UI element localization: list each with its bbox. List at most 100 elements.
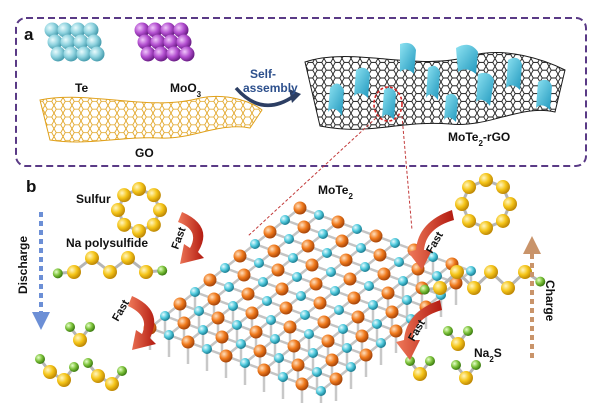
- mo-atom: [321, 334, 335, 348]
- sulfur-atom: [413, 367, 427, 381]
- moo3-atom: [140, 46, 156, 62]
- sodium-atom: [35, 354, 45, 364]
- moo3-atom: [153, 46, 169, 62]
- sodium-atom: [69, 362, 79, 372]
- mo-atom: [347, 291, 361, 305]
- te-atom: [296, 291, 306, 301]
- mo-atom: [271, 263, 285, 277]
- fast-arrow-left-top: Fast: [170, 212, 204, 264]
- sulfur-atom: [451, 337, 465, 351]
- moo3-atom: [160, 22, 176, 38]
- moo3-atom: [166, 46, 182, 62]
- mo-atom: [203, 273, 217, 287]
- te-atom: [376, 338, 386, 348]
- sodium-atom: [83, 358, 93, 368]
- mo-atom: [343, 272, 357, 286]
- sulfur-atom: [91, 369, 105, 383]
- mo-atom: [305, 258, 319, 272]
- sulfur-atom: [146, 217, 161, 232]
- sulfur-atom: [117, 217, 132, 232]
- te-atom: [312, 367, 322, 377]
- mo-atom: [233, 249, 247, 263]
- te-atom: [270, 334, 280, 344]
- te-atom: [164, 330, 174, 340]
- mote2-flake: [536, 79, 552, 110]
- te-atom: [266, 315, 276, 325]
- na-polysulfide-label: Na polysulfide: [66, 236, 148, 250]
- self-assembly-label: Self- assembly: [243, 67, 298, 95]
- fast-arrow-right-bottom: Fast: [396, 300, 442, 360]
- mo-atom: [359, 348, 373, 362]
- mo-atom: [377, 267, 391, 281]
- sodium-atom: [443, 326, 453, 336]
- sulfur-atom: [132, 224, 146, 238]
- te-atom: [428, 252, 438, 262]
- sulfur-atom: [73, 333, 87, 347]
- fast-arrow-left-bottom: Fast: [110, 296, 156, 350]
- mo-atom: [263, 225, 277, 239]
- te-atom: [44, 22, 60, 38]
- sulfur-atom: [462, 213, 477, 228]
- te-atom: [314, 210, 324, 220]
- charge-arrowhead: [523, 236, 541, 254]
- moo3-atom: [137, 34, 153, 50]
- mote2-flake: [400, 42, 416, 74]
- sulfur-ring-left: [111, 182, 167, 238]
- mo-atom: [381, 286, 395, 300]
- mote2-label: MoTe2: [318, 183, 353, 201]
- sodium-atom: [463, 326, 473, 336]
- mo-atom: [291, 358, 305, 372]
- sodium-atom: [405, 356, 415, 366]
- sodium-atom: [425, 356, 435, 366]
- moo3-atom: [147, 22, 163, 38]
- te-atom: [73, 34, 89, 50]
- mo-atom: [257, 363, 271, 377]
- te-atom: [202, 344, 212, 354]
- mote2-flake: [444, 93, 458, 122]
- te-atom: [338, 324, 348, 334]
- mote2-flake: [506, 57, 522, 90]
- mo-atom: [325, 353, 339, 367]
- te-atom: [63, 46, 79, 62]
- sulfur-atom: [455, 197, 469, 211]
- charge-label: Charge: [543, 280, 557, 322]
- te-atom: [190, 287, 200, 297]
- polysulfide-chain-left: [52, 251, 168, 279]
- moo3-label: MoO3: [170, 81, 202, 99]
- mote2-flake: [426, 65, 440, 100]
- panel-b-letter: b: [26, 177, 36, 196]
- te-atom: [86, 34, 102, 50]
- sodium-atom: [157, 265, 168, 276]
- te-atom: [342, 343, 352, 353]
- mote2-flake: [456, 44, 478, 74]
- mote2-rgo-label: MoTe2-rGO: [448, 130, 510, 148]
- sodium-atom: [451, 360, 461, 370]
- mo-atom: [301, 239, 315, 253]
- te-atom: [398, 276, 408, 286]
- mote2-flakes: [328, 42, 552, 122]
- te-atom: [240, 358, 250, 368]
- te-atom: [228, 301, 238, 311]
- sulfur-atom: [103, 265, 117, 279]
- mo-atom: [275, 282, 289, 296]
- sulfur-atom: [105, 377, 119, 391]
- te-atom: [258, 277, 268, 287]
- te-atom: [432, 271, 442, 281]
- panel-a-border: [15, 17, 587, 167]
- te-atom: [274, 353, 284, 363]
- moo3-atom: [134, 22, 150, 38]
- te-label: Te: [75, 81, 88, 95]
- te-atom: [390, 238, 400, 248]
- te-atom: [262, 296, 272, 306]
- moo3-atom: [150, 34, 166, 50]
- sulfur-atom: [57, 373, 71, 387]
- sodium-atom: [535, 276, 546, 287]
- te-atom: [70, 22, 86, 38]
- mo-atom: [329, 372, 343, 386]
- mo-atom: [253, 344, 267, 358]
- mote2-lattice: [143, 201, 476, 403]
- te-atom: [300, 310, 310, 320]
- te-atom: [360, 262, 370, 272]
- self-assembly-arrow: [234, 86, 295, 108]
- sulfur-atom: [518, 265, 532, 279]
